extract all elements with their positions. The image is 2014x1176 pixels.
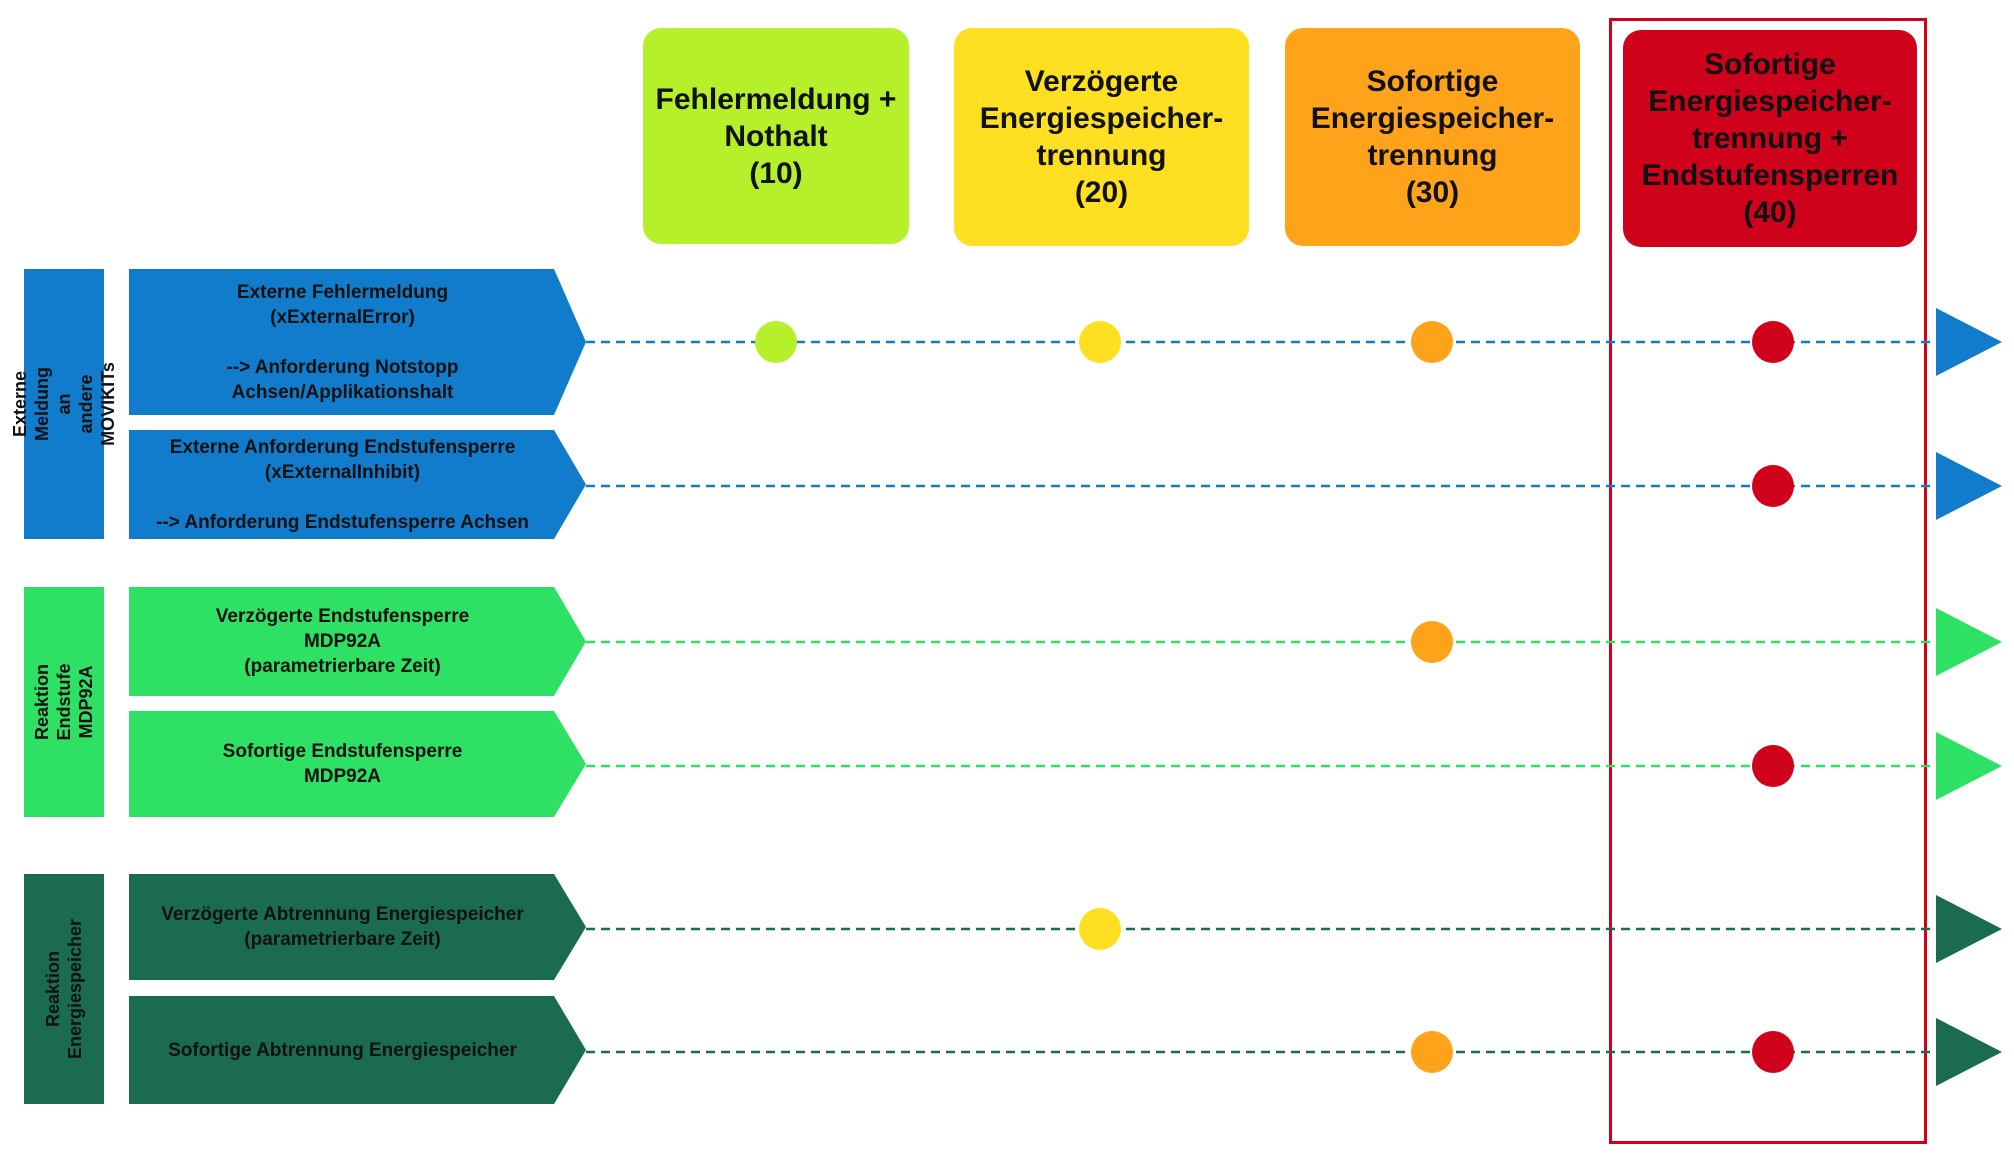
group-label-energiespeicher: Reaktion Energiespeicher <box>24 874 104 1104</box>
reaction-marker-c20 <box>1079 908 1121 950</box>
group-label-endstufe: Reaktion Endstufe MDP92A <box>24 587 104 817</box>
reaction-marker-c40 <box>1752 465 1794 507</box>
reaction-marker-c30 <box>1411 321 1453 363</box>
reaction-marker-c30 <box>1411 1031 1453 1073</box>
row-banner-delayed-inhibit: Verzögerte Endstufensperre MDP92A (param… <box>129 587 586 696</box>
row-label-immediate-inhibit: Sofortige Endstufensperre MDP92A <box>222 741 463 787</box>
row-label-external-error: Externe Fehlermeldung (xExternalError) -… <box>226 281 459 403</box>
reaction-marker-c10 <box>755 321 797 363</box>
reaction-marker-c20 <box>1079 321 1121 363</box>
group-label-external: Externe Meldung an andere MOVIKITs <box>10 269 118 539</box>
row-arrowhead <box>1936 1018 2002 1086</box>
column-header-20: Verzögerte Energiespeicher- trennung (20… <box>954 28 1249 246</box>
row-label-immediate-disconnect: Sofortige Abtrennung Energiespeicher <box>168 1039 517 1061</box>
row-arrowhead <box>1936 452 2002 520</box>
highlight-frame-column-40 <box>1609 18 1927 1144</box>
row-banner-immediate-inhibit: Sofortige Endstufensperre MDP92A <box>129 711 586 817</box>
row-arrowhead <box>1936 895 2002 963</box>
column-header-30: Sofortige Energiespeicher- trennung (30) <box>1285 28 1580 246</box>
row-banner-immediate-disconnect: Sofortige Abtrennung Energiespeicher <box>129 996 586 1104</box>
reaction-marker-c30 <box>1411 621 1453 663</box>
row-arrowhead <box>1936 608 2002 676</box>
reaction-marker-c40 <box>1752 321 1794 363</box>
row-label-delayed-disconnect: Verzögerte Abtrennung Energiespeicher (p… <box>161 904 524 950</box>
row-banner-delayed-disconnect: Verzögerte Abtrennung Energiespeicher (p… <box>129 874 586 980</box>
row-banner-external-inhibit: Externe Anforderung Endstufensperre (xEx… <box>129 430 586 539</box>
row-banner-external-error: Externe Fehlermeldung (xExternalError) -… <box>129 269 586 415</box>
row-arrowhead <box>1936 732 2002 800</box>
row-label-external-inhibit: Externe Anforderung Endstufensperre (xEx… <box>156 436 529 533</box>
row-arrowhead <box>1936 308 2002 376</box>
reaction-marker-c40 <box>1752 745 1794 787</box>
row-label-delayed-inhibit: Verzögerte Endstufensperre MDP92A (param… <box>215 606 470 677</box>
column-header-40: Sofortige Energiespeicher- trennung + En… <box>1623 30 1917 247</box>
column-header-10: Fehlermeldung + Nothalt (10) <box>643 28 909 244</box>
reaction-marker-c40 <box>1752 1031 1794 1073</box>
